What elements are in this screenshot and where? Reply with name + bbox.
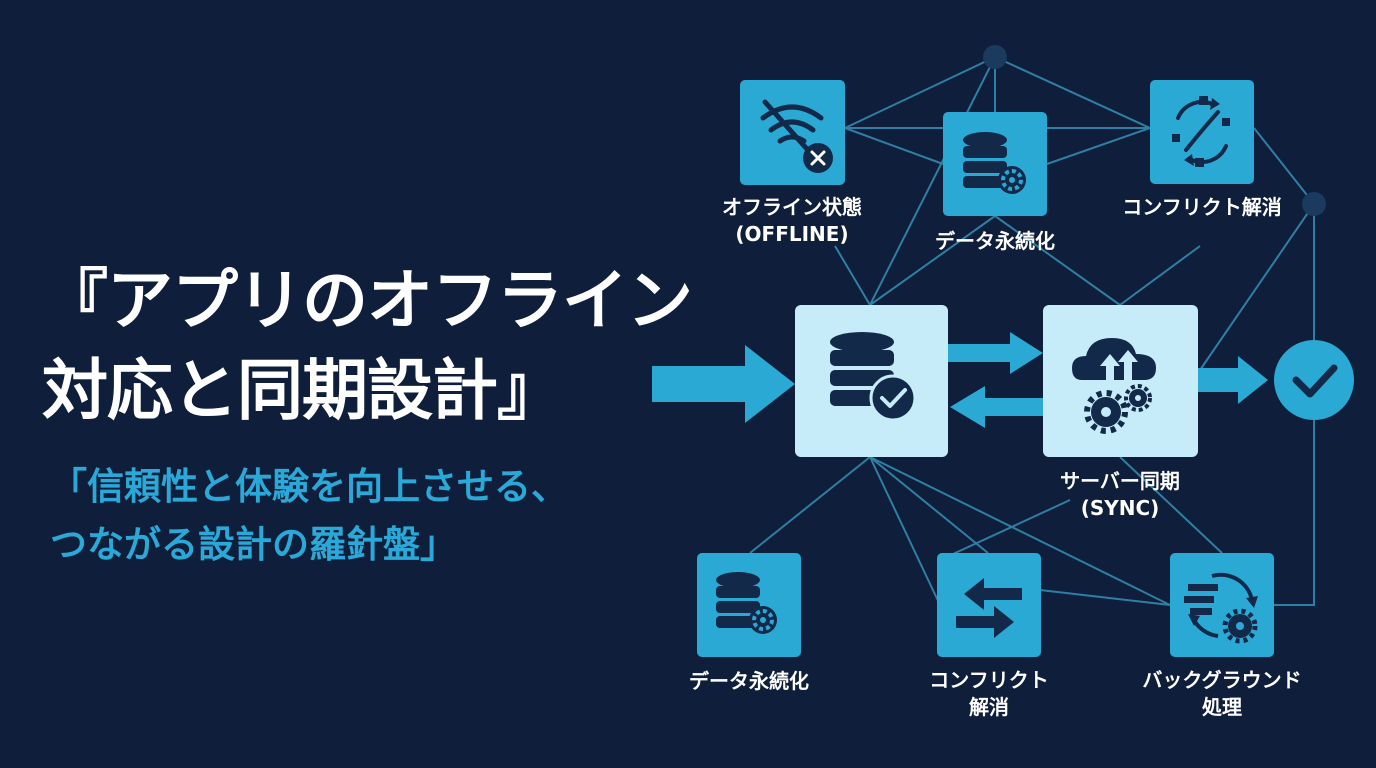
- conflict-top-label: コンフリクト解消: [1122, 195, 1282, 219]
- persist-bottom-label: データ永続化: [689, 669, 809, 693]
- local-db-tile: [795, 305, 948, 457]
- database-gear-icon: [963, 132, 1026, 194]
- connection-lines: [749, 56, 1315, 606]
- persist-bottom-tile: [697, 553, 801, 657]
- conflict-bottom-label: コンフリクト 解消: [929, 668, 1049, 719]
- check-icon: [1292, 364, 1338, 398]
- download-arrow: [950, 386, 1043, 428]
- background-tile: [1170, 553, 1274, 657]
- conflict-bottom-tile: [937, 553, 1041, 657]
- cloud-sync-icon: [1072, 338, 1156, 434]
- flow-arrows: [652, 332, 1268, 428]
- network-node-dot: [983, 45, 1007, 69]
- conflict-top-tile: [1150, 80, 1254, 184]
- upload-arrow: [948, 332, 1043, 374]
- done-node: [1274, 340, 1354, 420]
- page-title: 『アプリのオフライン 対応と同期設計』: [42, 256, 762, 436]
- subtitle-line-2: つながる設計の羅針盤」: [50, 523, 457, 566]
- network-node-dot: [1302, 192, 1326, 216]
- input-arrow: [652, 345, 795, 423]
- offline-label: オフライン状態 (OFFLINE): [722, 195, 862, 246]
- complete-arrow: [1198, 356, 1268, 404]
- background-process-icon: [1184, 572, 1258, 644]
- subtitle-line-1: 「信頼性と体験を向上させる、: [50, 465, 568, 508]
- database-gear-icon: [716, 572, 777, 634]
- persist-top-tile: [943, 112, 1047, 216]
- server-sync-label: サーバー同期 (SYNC): [1060, 469, 1180, 520]
- title-line-1: 『アプリのオフライン: [42, 262, 693, 339]
- background-label: バックグラウンド 処理: [1142, 668, 1302, 719]
- offline-tile: [740, 80, 845, 185]
- persist-top-label: データ永続化: [935, 229, 1055, 253]
- database-check-icon: [830, 332, 917, 422]
- title-line-2: 対応と同期設計』: [42, 352, 563, 429]
- swap-arrows-icon: [956, 578, 1022, 638]
- page-subtitle: 「信頼性と体験を向上させる、 つながる設計の羅針盤」: [50, 458, 650, 574]
- server-sync-tile: [1043, 305, 1198, 457]
